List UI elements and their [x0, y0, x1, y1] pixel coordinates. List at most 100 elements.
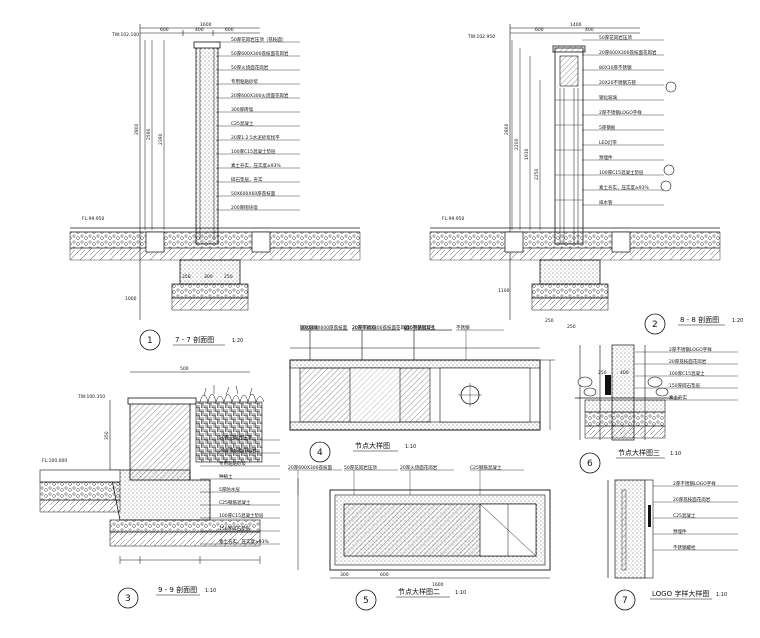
d2-title: 8 - 8 剖面图	[680, 315, 719, 324]
d6-number: 6	[587, 459, 593, 469]
d7-note-4: 不锈钢螺栓	[673, 544, 696, 551]
d4-title: 节点大样图	[355, 441, 390, 450]
d2-note-2: 80X10厚不锈钢	[599, 64, 632, 71]
d4-note-4: 钢化玻璃	[300, 324, 318, 331]
d2-note-10: 素土夯实，压实度≥93%	[599, 184, 649, 191]
d2-cap-block	[559, 55, 579, 87]
d3-title: 9 - 9 剖面图	[158, 585, 197, 594]
d1-level-top: TW:102.100	[111, 32, 139, 38]
d5-dim-total: 1600	[432, 582, 444, 588]
d1-dim-h1: 2800	[134, 123, 140, 135]
d3-note-4: 5厚防水层	[219, 486, 240, 493]
d5-number-bubble	[355, 589, 377, 611]
d2-number: 2	[652, 320, 658, 330]
d7-logo-plate	[648, 505, 651, 527]
d1-note-2: 50厚火烧面花岗岩	[231, 64, 269, 71]
d1-note-9: 素土夯实，压实度≥93%	[231, 162, 281, 169]
d2-note-list: 50厚花岗岩压顶20厚600X300荔枝面花岗岩80X10厚不锈钢20X20不锈…	[582, 34, 664, 206]
d6-dim-b: 400	[620, 370, 629, 376]
d1-drain-left	[145, 231, 165, 253]
d1-dim-b: 400	[195, 27, 204, 33]
d6-note-3: 150厚碎石垫层	[669, 382, 701, 389]
d7-title: LOGO 字样大样图	[652, 589, 709, 598]
d1-scale: 1:20	[232, 338, 243, 344]
d3-level-top: TW:100.350	[77, 394, 105, 400]
d2-note-1: 20厚600X300荔枝面花岗岩	[599, 49, 657, 56]
d7-note-3: 预埋件	[673, 528, 687, 535]
d3-note-8: 素土夯实，压实度≥93%	[219, 538, 269, 545]
d3-note-0: 50厚花岗岩压顶	[219, 434, 252, 441]
d1-note-5: 300厚砖墙	[231, 106, 254, 113]
d1-title: 7 - 7 剖面图	[175, 335, 214, 344]
d2-number-bubble	[644, 313, 666, 335]
d3-dim-w: 500	[180, 366, 189, 372]
d3-planter-wall	[129, 399, 191, 481]
d2-dim-h1: 2800	[504, 123, 510, 135]
d5-scale: 1:10	[455, 590, 466, 596]
d5-note-0: 20厚600X300荔枝面	[288, 464, 332, 471]
d2-base-total: 1100	[498, 288, 510, 294]
d4-number: 4	[317, 448, 323, 458]
d2-dim-h4: 2250	[534, 168, 540, 180]
d7-note-2: C25混凝土	[673, 512, 696, 519]
d2-w-left: 250	[545, 318, 554, 324]
d2-note-4: 钢化玻璃	[599, 94, 617, 101]
d1-soil-layer	[69, 247, 361, 261]
d3-shrubs	[199, 385, 265, 403]
d6-cobbles	[577, 376, 669, 397]
d6-logo-plate	[605, 375, 611, 395]
d4-note-0: 50X600X600厚荔枝面	[300, 324, 348, 331]
d1-dim-top: 1600	[200, 22, 212, 28]
d3-planting-bed	[195, 401, 263, 463]
d3-number: 3	[125, 594, 131, 604]
d2-level-top: TW:102.950	[467, 34, 495, 40]
d4-number-bubble	[309, 441, 331, 463]
d2-note-6: 5厚钢板	[599, 124, 616, 131]
d1-dim-c: 600	[225, 27, 234, 33]
d6-note-0: 2厚不锈钢LOGO字样	[669, 346, 712, 353]
d7-note-1: 20厚荔枝面花岗岩	[673, 496, 711, 503]
d2-dim-h3: 1930	[524, 148, 530, 160]
d7-scale: 1:10	[716, 592, 727, 598]
d6-note-1: 20厚荔枝面花岗岩	[669, 358, 707, 365]
d5-dim-b: 600	[380, 572, 389, 578]
d4-scale: 1:10	[405, 444, 416, 450]
d2-w-right: 250	[567, 324, 576, 330]
d7-number: 7	[622, 596, 628, 606]
d2-dim-b: 400	[585, 27, 594, 33]
d2-note-7: LED灯带	[599, 139, 617, 146]
d5-dim-a: 300	[340, 572, 349, 578]
d2-note-9: 100厚C15混凝土垫层	[599, 169, 644, 176]
d6-note-list: 2厚不锈钢LOGO字样20厚荔枝面花岗岩100厚C15混凝土150厚碎石垫层素土…	[635, 346, 738, 401]
d4-note-6: φ30不锈钢灯孔	[404, 324, 436, 331]
d1-base-left: 250	[182, 274, 191, 280]
d1-number: 1	[147, 336, 153, 346]
d2-note-3: 20X20不锈钢方管	[599, 79, 637, 86]
d3-level-ground: FL:100.000	[42, 458, 67, 464]
d3-note-6: 100厚C15混凝土垫层	[219, 512, 264, 519]
d1-note-list: 50厚花岗岩压顶（荔枝面） 50厚600X300荔枝面花岗岩 50厚火烧面花岗岩专用…	[216, 36, 300, 211]
d2-dim-top: 1400	[570, 22, 582, 28]
d1-base-mid: 300	[204, 274, 213, 280]
detail-6-section: 250 400 2厚不锈钢LOGO字样20厚荔枝面花岗岩100厚C15混凝土15…	[575, 344, 738, 474]
d7-wall	[614, 479, 646, 579]
d5-note-2: 20厚火烧面花岗岩	[400, 464, 438, 471]
d2-dim-h2: 2200	[514, 138, 520, 150]
d1-note-3: 专用粘贴砂浆	[231, 78, 258, 85]
d2-footing	[539, 259, 601, 285]
d5-number: 5	[363, 596, 369, 606]
d7-note-0: 2厚不锈钢LOGO字样	[673, 480, 716, 487]
d1-note-11: 50X600X60厚荔枝面	[231, 190, 276, 197]
d3-note-3: 种植土	[219, 473, 233, 480]
d1-number-bubble	[139, 329, 161, 351]
d1-note-4: 20厚600X300火烧面花岗岩	[231, 92, 289, 99]
d1-note-1: 50厚600X300荔枝面花岗岩	[231, 50, 289, 57]
d3-note-1: 20厚荔枝面花岗岩	[219, 447, 257, 454]
d1-note-0: 50厚花岗岩压顶（荔枝面）	[231, 36, 286, 43]
d3-note-2: 专用粘贴砂浆	[219, 460, 246, 467]
d3-note-list: 50厚花岗岩压顶20厚荔枝面花岗岩专用粘贴砂浆种植土5厚防水层C25钢筋混凝土1…	[200, 434, 280, 545]
